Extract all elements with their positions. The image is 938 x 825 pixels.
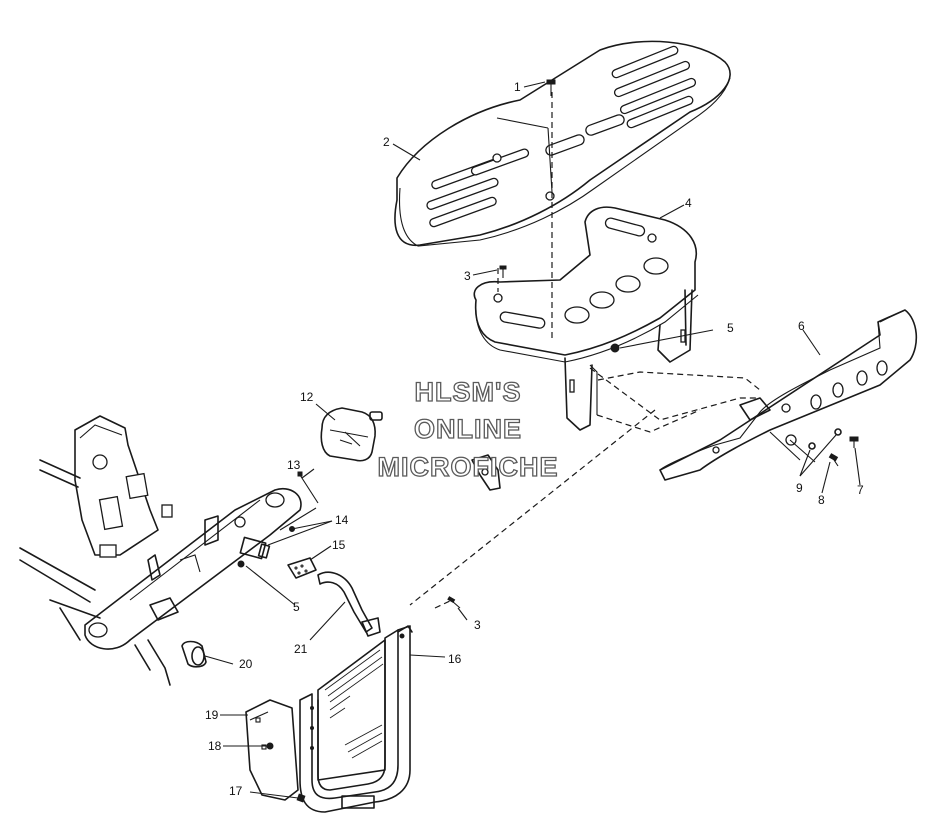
clamp-assembly — [181, 507, 381, 668]
callout-5a: 5 — [727, 321, 734, 335]
watermark-line-1: HLSM'S — [415, 377, 522, 407]
watermark-line-3: MICROFICHE — [378, 452, 559, 482]
rack-support-frame — [471, 206, 699, 491]
watermark-line-2: ONLINE — [414, 414, 522, 444]
callout-21: 21 — [294, 642, 308, 656]
screw-3a — [499, 265, 507, 278]
mud-flap — [245, 699, 306, 803]
mud-flap-bracket — [299, 625, 413, 813]
callout-6: 6 — [798, 319, 805, 333]
tail-light — [320, 407, 383, 462]
washer-9 — [808, 428, 842, 450]
callout-8: 8 — [818, 493, 825, 507]
rear-rack — [394, 40, 731, 247]
screw-13 — [297, 471, 319, 504]
callout-3b: 3 — [474, 618, 481, 632]
callout-9: 9 — [796, 481, 803, 495]
callout-7: 7 — [857, 483, 864, 497]
leader-lines — [204, 81, 861, 799]
rear-bumper — [659, 309, 918, 481]
callout-18: 18 — [208, 739, 222, 753]
callout-14: 14 — [335, 513, 349, 527]
fasteners — [266, 79, 859, 750]
callout-13: 13 — [287, 458, 301, 472]
callout-3a: 3 — [464, 269, 471, 283]
assembly-guide-lines — [409, 92, 761, 609]
callout-2: 2 — [383, 135, 390, 149]
callout-12: 12 — [300, 390, 314, 404]
callout-5b: 5 — [293, 600, 300, 614]
screw-18 — [266, 742, 274, 750]
mesh-hatch — [324, 649, 384, 759]
callout-labels: 1 2 3 4 5 6 7 8 9 12 13 14 15 5 3 21 16 … — [205, 80, 864, 798]
vehicle-frame — [19, 415, 302, 686]
callout-1: 1 — [514, 80, 521, 94]
nut-5a — [610, 343, 620, 353]
bolt-7 — [849, 436, 859, 448]
callout-4: 4 — [685, 196, 692, 210]
callout-16: 16 — [448, 652, 462, 666]
callout-20: 20 — [239, 657, 253, 671]
bolt-8 — [828, 453, 839, 467]
watermark: HLSM'S ONLINE MICROFICHE — [377, 376, 559, 482]
callout-17: 17 — [229, 784, 243, 798]
callout-15: 15 — [332, 538, 346, 552]
screw-1 — [546, 79, 556, 96]
screw-3b — [447, 596, 461, 609]
callout-19: 19 — [205, 708, 219, 722]
